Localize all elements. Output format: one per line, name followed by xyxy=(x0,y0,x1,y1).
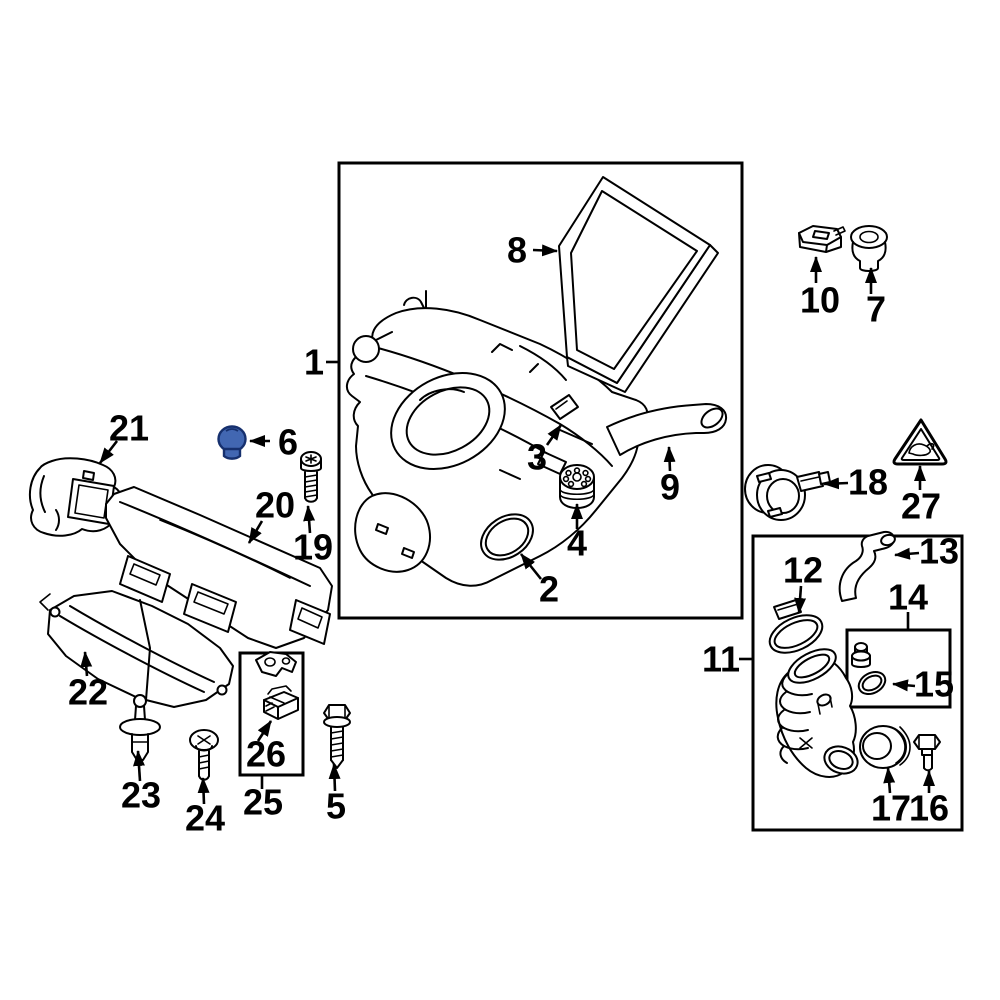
part-2-seal-ring xyxy=(480,513,534,561)
callout-arrow xyxy=(303,505,316,534)
callout-number: 3 xyxy=(527,437,547,478)
part-8-air-filter-element xyxy=(558,176,719,393)
callout-21: 21 xyxy=(98,408,149,464)
part-11-intake-boot xyxy=(775,648,859,778)
callout-25: 25 xyxy=(243,776,283,823)
callout-arrow xyxy=(247,520,264,544)
callout-4: 4 xyxy=(567,503,587,564)
part-4-small-filter xyxy=(559,464,595,509)
callout-number: 9 xyxy=(660,467,680,508)
callout-arrow xyxy=(133,750,145,782)
part-19-screw xyxy=(300,451,322,503)
callout-24: 24 xyxy=(185,777,225,839)
callout-number: 26 xyxy=(246,734,286,775)
callout-number: 7 xyxy=(866,289,886,330)
callout-9: 9 xyxy=(660,446,680,508)
group-box-1 xyxy=(337,161,744,620)
part-15-o-ring xyxy=(857,670,887,696)
callout-number: 1 xyxy=(304,342,324,383)
callout-20: 20 xyxy=(247,485,295,544)
callout-15: 15 xyxy=(892,664,954,705)
callout-arrow xyxy=(328,763,341,792)
part-24-screw xyxy=(189,729,219,781)
callout-2: 2 xyxy=(519,553,559,610)
callout-number: 17 xyxy=(871,788,911,829)
part-12-hose-clamp xyxy=(768,599,824,654)
part-17-seal-ring xyxy=(859,725,911,769)
callout-number: 22 xyxy=(68,672,108,713)
callout-8: 8 xyxy=(507,230,558,271)
callout-number: 15 xyxy=(914,664,954,705)
callout-number: 23 xyxy=(121,775,161,816)
callout-26: 26 xyxy=(246,720,286,775)
part-5-bolt xyxy=(323,704,351,769)
callout-number: 12 xyxy=(783,550,823,591)
callout-number: 20 xyxy=(255,485,295,526)
callout-arrow xyxy=(883,767,896,794)
callout-12: 12 xyxy=(783,550,823,614)
callout-27: 27 xyxy=(901,465,941,527)
callout-arrow xyxy=(532,244,558,257)
callout-arrow xyxy=(80,651,93,677)
callout-5: 5 xyxy=(326,763,346,827)
callout-number: 5 xyxy=(326,786,346,827)
callout-1: 1 xyxy=(304,342,339,383)
part-18-maf-sensor xyxy=(744,464,831,521)
callout-number: 13 xyxy=(919,531,959,572)
group-box-14 xyxy=(845,628,952,709)
callout-number: 24 xyxy=(185,798,225,839)
callout-14: 14 xyxy=(888,577,928,629)
callout-arrow xyxy=(545,424,563,446)
callout-arrow xyxy=(663,446,676,472)
part-6-grommet-highlighted xyxy=(217,425,247,460)
part-22-lower-duct xyxy=(39,590,234,708)
callout-number: 25 xyxy=(243,782,283,823)
callout-arrow xyxy=(256,720,273,742)
group-box-11 xyxy=(751,534,964,832)
callout-number: 18 xyxy=(848,462,888,503)
callout-number: 10 xyxy=(800,280,840,321)
callout-arrow xyxy=(98,440,119,464)
part-3-clip xyxy=(550,394,579,420)
callout-number: 21 xyxy=(109,408,149,449)
part-26-bracket-clip xyxy=(255,651,299,720)
callout-number: 11 xyxy=(702,639,740,680)
part-23-rivet xyxy=(119,694,161,761)
callout-16: 16 xyxy=(909,770,949,829)
part-27-warning-emblem xyxy=(892,418,948,466)
callout-11: 11 xyxy=(702,639,754,680)
callout-3: 3 xyxy=(527,424,563,478)
callout-number: 14 xyxy=(888,577,928,618)
callout-number: 2 xyxy=(539,569,559,610)
callout-19: 19 xyxy=(293,505,333,568)
callout-arrow xyxy=(794,585,807,614)
callout-number: 8 xyxy=(507,230,527,271)
callout-number: 19 xyxy=(293,527,333,568)
callout-13: 13 xyxy=(894,531,959,572)
callout-arrow xyxy=(892,679,916,692)
part-9-intake-scoop xyxy=(606,403,728,456)
callout-arrow xyxy=(894,547,920,560)
part-16-bolt xyxy=(913,734,941,772)
part-10-clip xyxy=(798,225,846,253)
callout-18: 18 xyxy=(823,462,888,503)
callout-17: 17 xyxy=(871,767,911,829)
callout-6: 6 xyxy=(249,422,298,463)
callout-22: 22 xyxy=(68,651,108,713)
callout-number: 4 xyxy=(567,523,587,564)
part-13-vent-hose xyxy=(838,530,896,602)
callout-number: 27 xyxy=(901,486,941,527)
callout-arrow xyxy=(823,477,849,490)
callout-arrow xyxy=(197,777,210,805)
callout-number: 6 xyxy=(278,422,298,463)
part-20-upper-duct xyxy=(105,486,333,649)
callout-10: 10 xyxy=(800,256,840,321)
callout-number: 16 xyxy=(909,788,949,829)
part-7-grommet xyxy=(850,225,888,272)
callout-7: 7 xyxy=(865,267,886,330)
callout-arrow xyxy=(519,553,543,580)
part-14-valve xyxy=(851,642,871,668)
callout-23: 23 xyxy=(121,750,161,816)
